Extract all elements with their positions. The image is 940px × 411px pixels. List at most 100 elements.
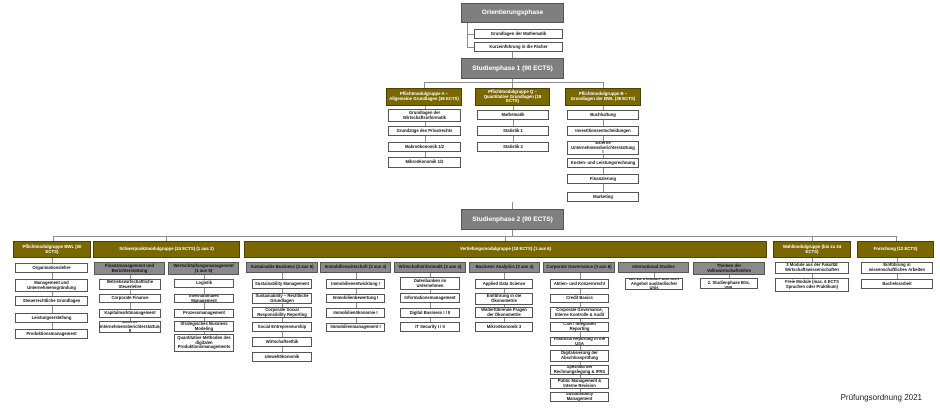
connector-line: [729, 275, 730, 280]
module-box: Externe Unternehmensberichterstattung I: [567, 141, 639, 155]
connector-line: [580, 273, 581, 394]
connector-line: [505, 236, 506, 241]
module-box: Applied Data Science: [475, 279, 533, 289]
module-box: Freie Module (max. 6 ECTS Sprachen oder …: [775, 278, 849, 292]
module-subgroup-header: Corporate Governance (3 aus 8): [543, 262, 615, 273]
module-box: Social Entrepreneurship: [252, 322, 312, 332]
module-box: Produktionsmanagement: [15, 329, 88, 339]
module-box: CSR / Integrated Reporting: [550, 322, 609, 332]
module-box: 3 Module aus der Fakultät Wirtschaftswis…: [775, 262, 849, 274]
module-box: Immobilienmanagement I: [326, 323, 385, 332]
module-subgroup-header: Wirtschaftsinformatik (3 aus 4): [394, 262, 466, 273]
module-box: Grundlagen der Wirtschaftsinformatik: [388, 109, 461, 122]
module-box: Finanzierung: [567, 174, 639, 184]
connector-line: [654, 273, 655, 280]
module-box: Corporate Finance: [99, 294, 161, 303]
module-box: Management und Unternehmensgründung: [15, 279, 88, 292]
module-box: Mikroökonomik 1/2: [388, 157, 461, 168]
module-box: Statistik 1: [477, 126, 549, 136]
module-box: IT Security I / II: [400, 322, 460, 332]
module-box: Statistik 2: [477, 142, 549, 152]
module-box: Weiterführende Fragen der Ökonometrie: [475, 307, 533, 318]
module-box: Immobilienentwicklung I: [326, 279, 385, 289]
phase-1: Studienphase 1 (90 ECTS): [461, 58, 564, 79]
module-subgroup-header: Finanzmanagement und Berichterstattung: [94, 262, 165, 275]
connector-line: [512, 79, 513, 82]
module-subgroup-header: Sustainable Business (3 aus 6): [246, 262, 318, 273]
module-group-header: Pflichtmodulgruppe BWL (30 ECTS): [13, 241, 91, 258]
phase-2: Studienphase 2 (90 ECTS): [461, 209, 564, 230]
module-box: Bis zu 3 Module aus der 2. Studienphase …: [700, 278, 758, 289]
connector-line: [603, 82, 604, 88]
module-box: Datenbanken im Unternehmen: [400, 277, 460, 290]
connector-line: [512, 82, 513, 88]
module-box: Betriebswirtschaftliche Steuerlehre: [99, 279, 161, 290]
module-box: Prozessmanagement: [174, 309, 234, 318]
module-box: Quantitative Methoden des digitalen Prod…: [174, 334, 234, 352]
connector-line: [512, 230, 513, 236]
module-group-header: Forschung (12 ECTS): [857, 241, 934, 258]
module-box: Internationales Management: [174, 294, 234, 303]
regulation-label: Prüfungsordnung 2021: [840, 393, 922, 402]
module-box: Marketing: [567, 192, 639, 202]
module-box: Investitionsentscheidungen: [567, 126, 639, 136]
connector-line: [812, 236, 813, 241]
module-box: Umweltökonomik: [252, 352, 312, 362]
module-subgroup-header: Business Analytics (3 aus 4): [469, 262, 540, 273]
connector-line: [52, 258, 53, 331]
module-box: Immobilienbewertung I: [326, 294, 385, 303]
module-box: Grundlagen der Mathematik: [474, 29, 563, 39]
module-subgroup-header: Wertschöpfungsmanagement (1 aus 5): [168, 262, 239, 275]
module-box: Organisationslehre: [15, 263, 88, 273]
module-box: Digital Business I / II: [400, 308, 460, 318]
connector-line: [467, 23, 468, 47]
module-box: Grundzüge des Privatrechts: [388, 126, 461, 136]
module-box: Spezifika der Rechnungslegung & IFRS: [550, 365, 609, 375]
connector-line: [53, 236, 54, 241]
module-box: Bachelorarbeit: [861, 279, 933, 289]
module-box: Leistungserstellung: [15, 313, 88, 323]
module-box: Wirtschaftsethik: [252, 337, 312, 347]
connector-line: [512, 202, 513, 209]
connector-line: [424, 82, 425, 88]
connector-line: [166, 236, 167, 241]
connector-line: [467, 34, 474, 35]
connector-line: [512, 52, 513, 58]
module-box: Buchhaltung: [567, 110, 639, 120]
module-subgroup-header: International Studies: [618, 262, 689, 273]
module-box: Corporate Social Responsibility Reportin…: [252, 307, 312, 318]
module-box: Mathematik: [477, 110, 549, 120]
connector-line: [467, 47, 474, 48]
module-box: Informationsmanagement: [400, 293, 460, 303]
connector-line: [53, 236, 896, 237]
module-box: Externe Unternehmensberichterstattung II: [99, 321, 161, 333]
module-box: Makroökonomik 1/2: [388, 142, 461, 152]
module-box: Immobilienökonomie I: [326, 308, 385, 318]
module-box: Sustainability Management: [550, 392, 609, 402]
connector-line: [204, 275, 205, 336]
module-box: Bis zu 3 Module aus dem Angebot ausländi…: [625, 278, 683, 290]
module-box: Steuerrechtliche Grundlagen: [15, 296, 88, 306]
module-group-header: Pflichtmodulgruppe A – Allgemeine Grundl…: [386, 88, 462, 106]
module-box: Credit Basics: [550, 294, 609, 303]
phase-orientation: Orientierungsphase: [461, 3, 564, 23]
module-box: Logistik: [174, 279, 234, 288]
module-box: Kosten- und Leistungsrechnung: [567, 158, 639, 168]
module-group-header: Vertiefungsmodulgruppe (18 ECTS) (1 aus …: [244, 241, 767, 258]
connector-line: [896, 236, 897, 241]
module-box: Mikroökonomik 3: [475, 322, 533, 332]
module-box: Public Management & Interne Revision: [550, 378, 609, 389]
module-group-header: Pflichtmodulgruppe B – Grundlagen der BW…: [565, 88, 641, 106]
module-box: Strategisches Business Modeling: [174, 321, 234, 332]
module-box: Aktien- und Konzernrecht: [550, 279, 609, 289]
module-subgroup-header: Immobilienwirtschaft (3 aus 4): [320, 262, 391, 273]
module-box: Einführung in wissenschaftliches Arbeite…: [861, 262, 933, 274]
connector-line: [424, 82, 603, 83]
module-box: Corporate Governance, Interne Kontrolle …: [550, 307, 609, 319]
module-box: Einführung in die Ökonometrie: [475, 293, 533, 305]
module-group-header: Wahlmodulgruppe (bis zu 24 ECTS): [773, 241, 851, 258]
module-subgroup-header: Themen der Volkswirtschaftslehre: [693, 262, 765, 275]
module-box: Kapitalmarktmanagement: [99, 309, 161, 318]
module-box: Digitalisierung der Abschlussprüfung: [550, 350, 609, 362]
module-box: Sustainability Management: [252, 279, 312, 289]
